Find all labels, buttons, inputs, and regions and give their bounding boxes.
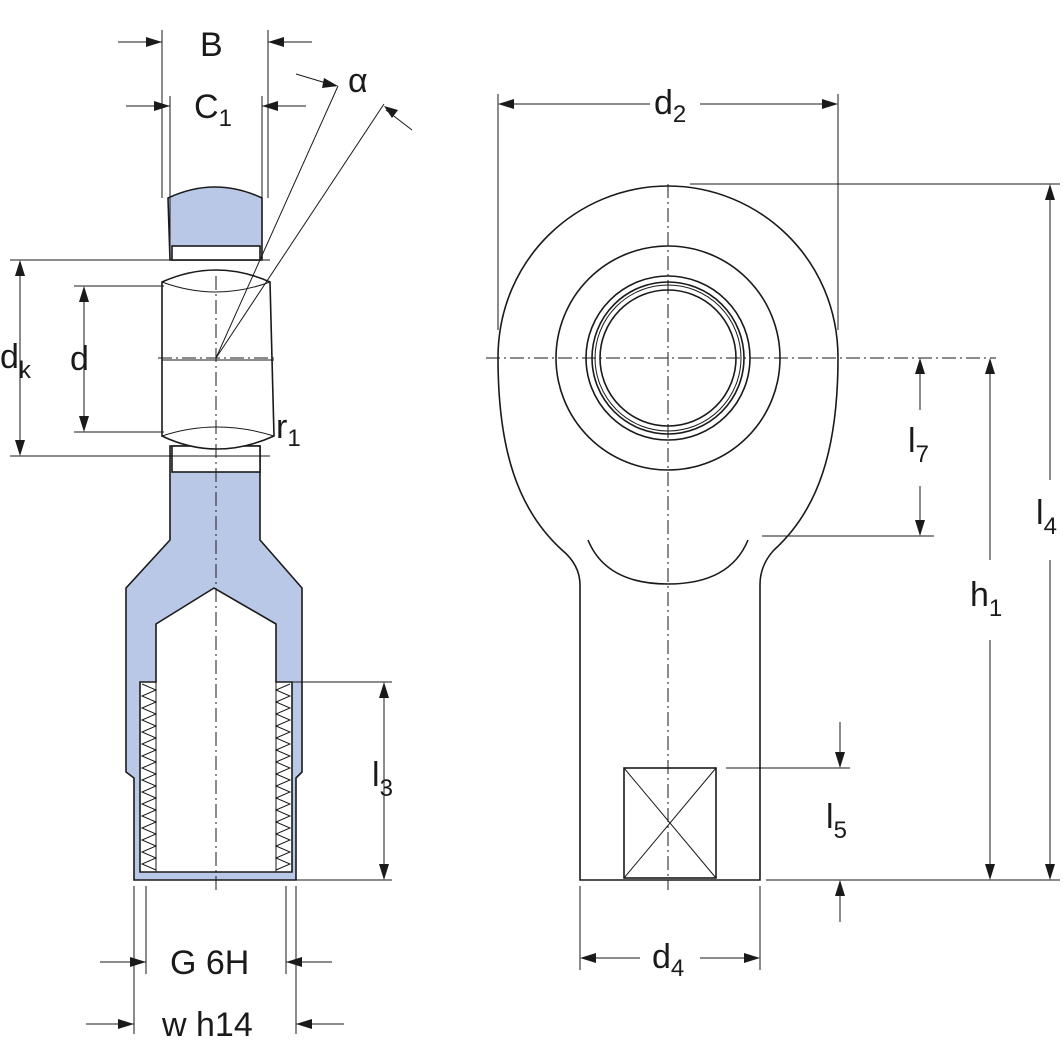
thread-end-marker: [623, 767, 717, 879]
label-G: G 6H: [170, 944, 249, 982]
label-B: B: [200, 26, 223, 64]
label-l5: l5: [826, 798, 847, 844]
thread-left: [140, 683, 158, 871]
thread-right: [274, 683, 292, 871]
label-d2: d2: [654, 84, 686, 128]
label-l7: l7: [908, 422, 929, 468]
lubrication-boss: [587, 539, 749, 585]
label-l3: l3: [372, 756, 393, 802]
label-C1: C1: [194, 88, 232, 132]
label-h1: h1: [970, 576, 1002, 622]
label-alpha: α: [348, 62, 368, 100]
label-d4: d4: [652, 938, 684, 982]
threaded-bore-cavity: [139, 587, 293, 873]
label-r1: r1: [276, 408, 301, 452]
label-w: w h14: [161, 1006, 253, 1044]
front-view: [486, 94, 1060, 970]
section-view: [10, 30, 413, 1034]
label-l4: l4: [1036, 494, 1057, 540]
label-dk: dk: [0, 338, 32, 384]
outer-ring-upper: [171, 245, 261, 261]
label-d: d: [70, 340, 89, 378]
dimension-labels: B C1 α dk d r1 l3 G 6H w h14 d2 l7 h1 l4…: [0, 26, 1057, 1044]
